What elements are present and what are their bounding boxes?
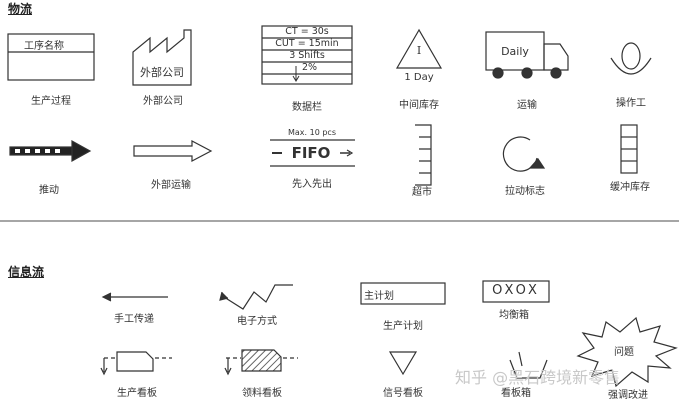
leveling-box-icon — [482, 280, 550, 303]
outside-source-text: 外部公司 — [140, 66, 184, 79]
databox-row-3: 3 Shifts — [289, 50, 325, 61]
kaizen-text: 问题 — [614, 347, 634, 358]
production-kanban-label: 生产看板 — [117, 388, 157, 399]
process-title: 工序名称 — [24, 41, 64, 52]
databox-row-2: CUT = 15min — [275, 38, 339, 49]
pull-label: 拉动标志 — [505, 186, 545, 197]
push-label: 推动 — [39, 185, 59, 196]
pull-arrow-icon — [502, 136, 546, 172]
truck-text: Daily — [501, 45, 529, 58]
fifo-icon — [270, 139, 355, 167]
operator-icon — [610, 42, 652, 75]
info-flow-heading: 信息流 — [8, 265, 45, 279]
truck-icon — [485, 31, 569, 79]
kanban-post-icon — [509, 351, 548, 379]
data-box-icon — [261, 25, 353, 85]
push-arrow-icon — [9, 139, 92, 163]
withdrawal-kanban-label: 领料看板 — [242, 388, 282, 399]
manual-info-arrow-icon — [101, 292, 168, 302]
watermark: 知乎 @黑石跨境新零售 — [455, 368, 621, 387]
shipment-arrow-icon — [133, 140, 213, 162]
process-label: 生产过程 — [31, 96, 71, 107]
supermarket-label: 超市 — [412, 187, 432, 198]
operator-label: 操作工 — [616, 98, 646, 109]
electronic-info-label: 电子方式 — [237, 316, 277, 327]
factory-icon — [132, 29, 192, 86]
leveling-label: 均衡箱 — [499, 310, 529, 321]
databox-row-1: CT = 30s — [285, 26, 329, 37]
fifo-label: 先入先出 — [292, 179, 332, 190]
databox-label: 数据栏 — [292, 102, 322, 113]
inventory-triangle-icon — [395, 28, 443, 69]
buffer-stock-icon — [620, 124, 638, 174]
kanban-post-label: 看板箱 — [501, 388, 531, 399]
fifo-max-text: Max. 10 pcs — [288, 128, 336, 137]
signal-kanban-label: 信号看板 — [383, 388, 423, 399]
kaizen-label: 强调改进 — [608, 390, 648, 401]
inventory-label: 中间库存 — [399, 100, 439, 111]
withdrawal-kanban-icon — [224, 349, 298, 376]
signal-kanban-icon — [388, 351, 418, 376]
truck-label: 运输 — [517, 100, 537, 111]
process-box-icon — [7, 33, 95, 81]
supermarket-icon — [415, 124, 432, 186]
leveling-text: OXOX — [492, 283, 540, 298]
shipment-label: 外部运输 — [151, 180, 191, 191]
manual-info-label: 手工传递 — [114, 314, 154, 325]
outside-source-label: 外部公司 — [143, 96, 183, 107]
electronic-info-arrow-icon — [219, 284, 293, 310]
inventory-text: 1 Day — [404, 72, 434, 83]
schedule-text: 主计划 — [364, 291, 394, 302]
inventory-symbol: I — [416, 44, 422, 57]
databox-row-4: 2% — [302, 62, 318, 73]
production-kanban-icon — [100, 351, 172, 376]
schedule-label: 生产计划 — [383, 321, 423, 332]
buffer-label: 缓冲库存 — [610, 182, 650, 193]
fifo-text: FIFO — [291, 144, 331, 162]
kaizen-burst-icon — [576, 316, 678, 388]
schedule-box-icon — [360, 282, 446, 305]
material-flow-heading: 物流 — [8, 2, 33, 16]
